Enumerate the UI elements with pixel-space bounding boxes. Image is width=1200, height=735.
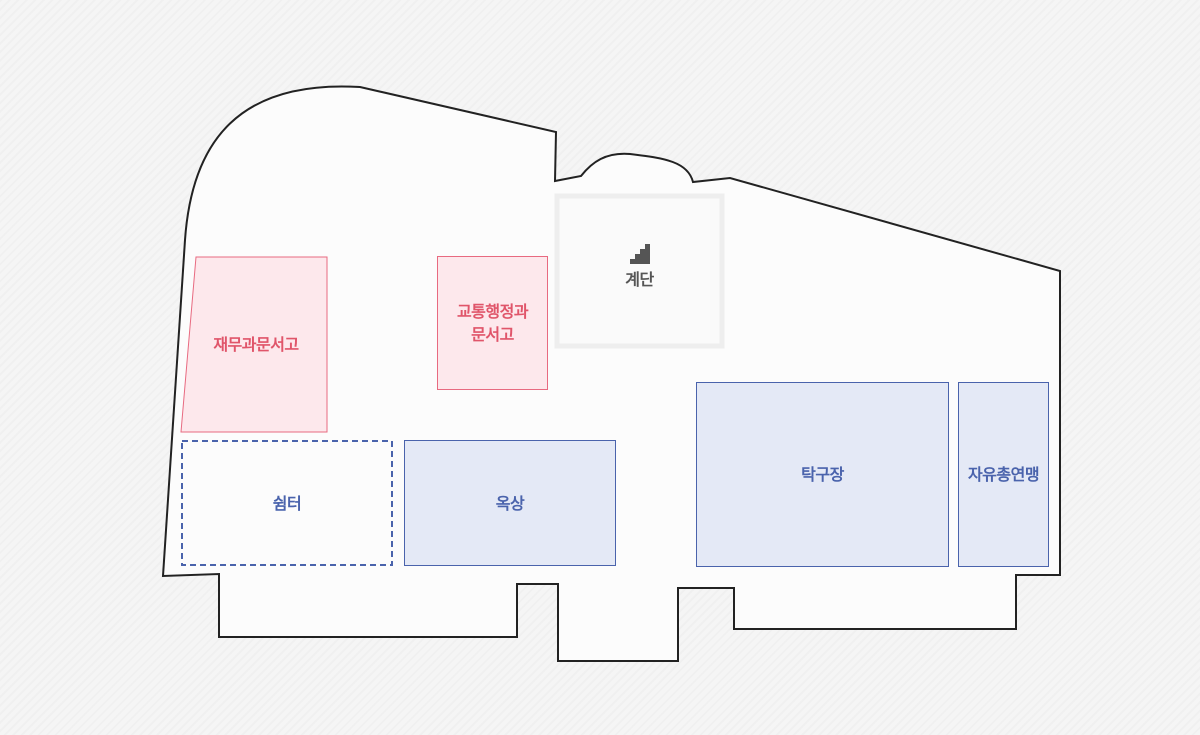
table-tennis-room[interactable] (696, 382, 949, 567)
shelter-label: 쉼터 (272, 493, 302, 513)
federation-room[interactable] (958, 382, 1049, 567)
stairs-icon (629, 243, 650, 264)
table-tennis-label-box: 탁구장 (696, 382, 949, 567)
finance-archive-room[interactable] (180, 256, 328, 433)
table-tennis-label: 탁구장 (801, 465, 844, 484)
stairs-label: 계단 (625, 269, 654, 289)
rooftop-label: 옥상 (495, 493, 525, 513)
shelter-label-box: 쉼터 (182, 441, 392, 565)
rooftop-label-box: 옥상 (404, 440, 616, 566)
shelter-room[interactable] (181, 440, 393, 566)
transport-archive-label-line1: 교통행정과 (456, 301, 529, 321)
finance-archive-label-box: 재무과문서고 (185, 257, 327, 432)
transport-archive-label-line2: 문서고 (471, 324, 514, 344)
stairs-room[interactable] (554, 193, 725, 349)
finance-archive-label: 재무과문서고 (213, 335, 299, 354)
rooftop-room[interactable] (404, 440, 616, 566)
stairs-label-box: 계단 (557, 222, 722, 312)
federation-label: 자유총연맹 (967, 465, 1040, 484)
federation-label-box: 자유총연맹 (958, 382, 1049, 567)
transport-archive-label-box: 교통행정과 문서고 (437, 256, 548, 389)
transport-archive-room[interactable] (437, 256, 548, 390)
